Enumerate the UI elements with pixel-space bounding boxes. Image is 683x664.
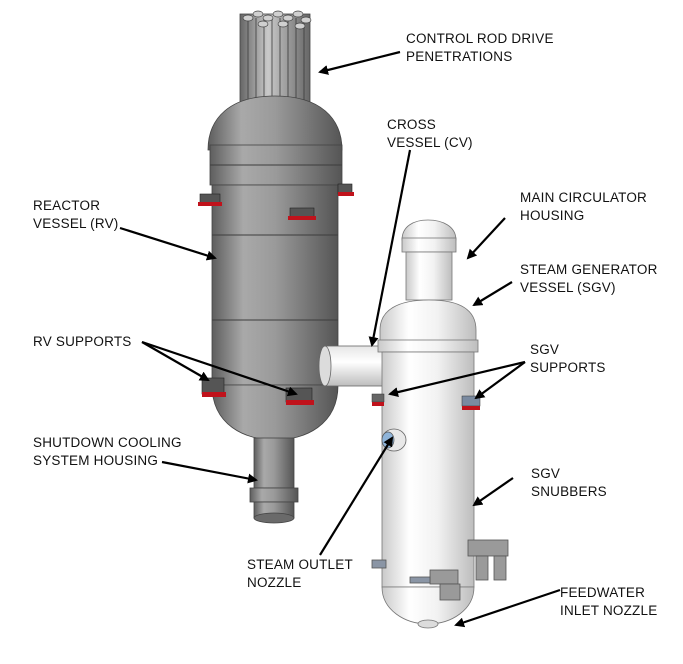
label-steam-generator-vessel: STEAM GENERATOR VESSEL (SGV): [520, 261, 658, 297]
control-rod-drive-penetrations: [239, 10, 312, 105]
label-line: CONTROL ROD DRIVE: [406, 31, 554, 46]
pointer-arrows: [119, 50, 561, 628]
label-cross-vessel: CROSS VESSEL (CV): [387, 116, 473, 152]
label-line: NOZZLE: [247, 575, 302, 590]
label-line: RV SUPPORTS: [33, 334, 132, 349]
label-line: SHUTDOWN COOLING: [33, 435, 182, 450]
label-sgv-snubbers: SGV SNUBBERS: [531, 465, 607, 501]
reactor-vessel: [207, 95, 343, 524]
sgv-snubbers: [371, 539, 509, 601]
label-line: STEAM GENERATOR: [520, 262, 658, 277]
label-line: PENETRATIONS: [406, 49, 513, 64]
label-shutdown-cooling-system-housing: SHUTDOWN COOLING SYSTEM HOUSING: [33, 434, 182, 470]
label-main-circulator-housing: MAIN CIRCULATOR HOUSING: [520, 189, 647, 225]
label-steam-outlet-nozzle: STEAM OUTLET NOZZLE: [247, 556, 353, 592]
label-line: REACTOR: [33, 198, 101, 213]
label-line: SYSTEM HOUSING: [33, 453, 159, 468]
label-line: SUPPORTS: [530, 360, 606, 375]
label-line: STEAM OUTLET: [247, 557, 353, 572]
shutdown-cooling-housing: [253, 437, 295, 489]
label-line: MAIN CIRCULATOR: [520, 190, 648, 205]
label-line: INLET NOZZLE: [560, 603, 658, 618]
label-line: VESSEL (SGV): [520, 280, 616, 295]
sgv-supports: [371, 393, 481, 410]
label-line: SNUBBERS: [531, 484, 607, 499]
label-line: SGV: [531, 466, 561, 481]
label-reactor-vessel: REACTOR VESSEL (RV): [33, 197, 118, 233]
label-sgv-supports: SGV SUPPORTS: [530, 341, 606, 377]
label-control-rod-drive-penetrations: CONTROL ROD DRIVE PENETRATIONS: [406, 30, 554, 66]
label-line: VESSEL (CV): [387, 135, 473, 150]
label-rv-supports: RV SUPPORTS: [33, 333, 131, 351]
cross-vessel: [318, 345, 391, 387]
label-line: VESSEL (RV): [33, 216, 119, 231]
label-line: SGV: [530, 342, 560, 357]
label-line: CROSS: [387, 117, 437, 132]
label-feedwater-inlet-nozzle: FEEDWATER INLET NOZZLE: [560, 584, 657, 620]
rv-supports: [198, 183, 354, 405]
label-line: HOUSING: [520, 208, 585, 223]
steam-generator-vessel: [377, 219, 479, 629]
label-line: FEEDWATER: [560, 585, 646, 600]
